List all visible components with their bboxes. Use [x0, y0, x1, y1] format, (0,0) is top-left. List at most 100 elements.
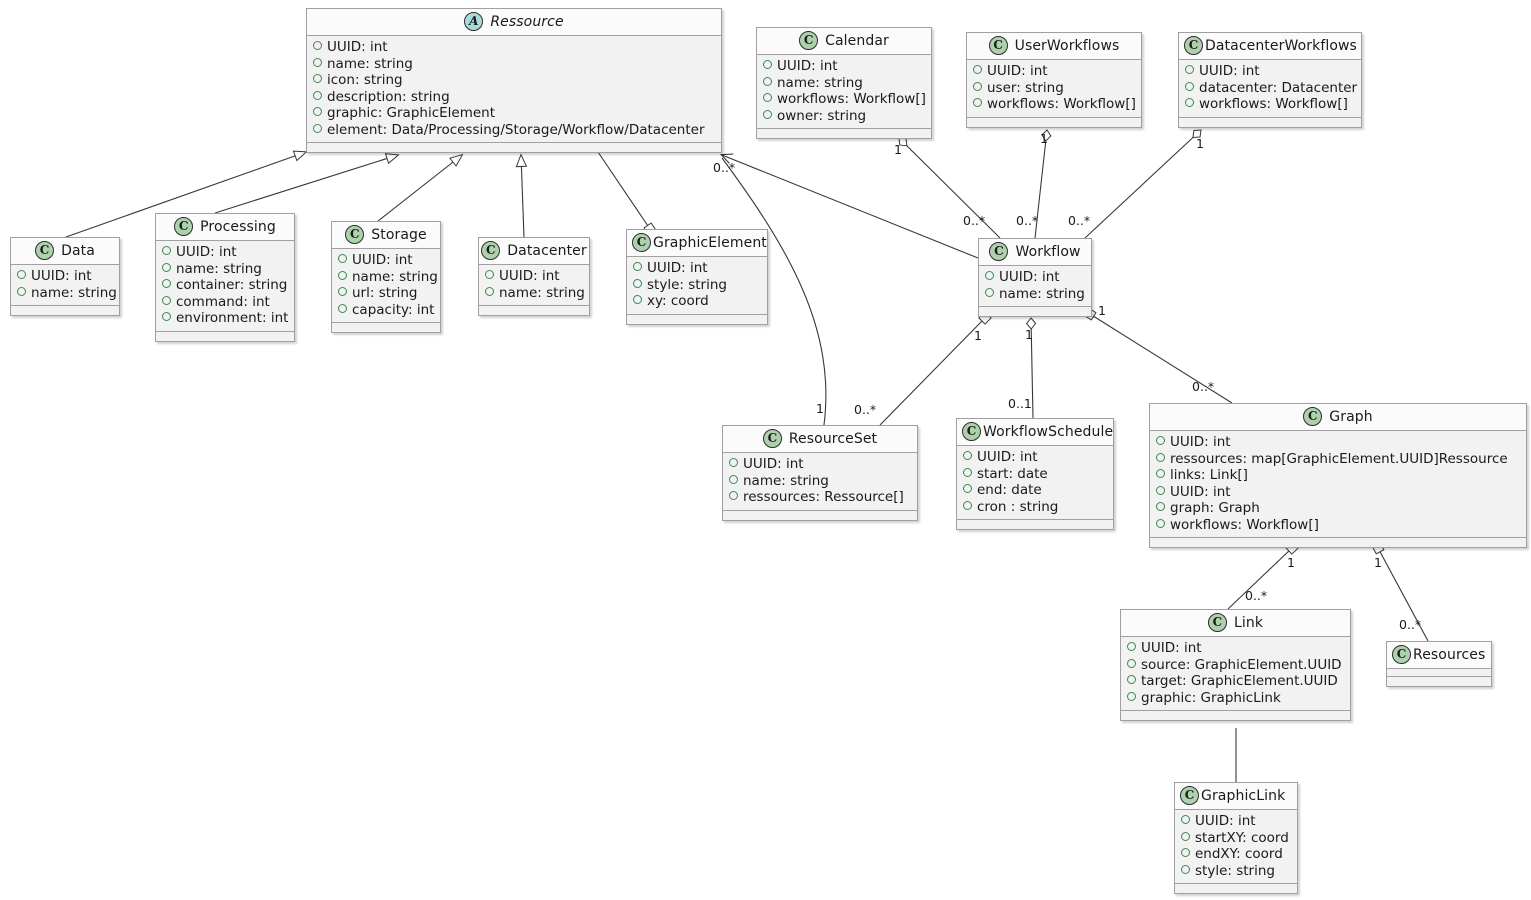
class-icon: C — [1180, 786, 1199, 805]
class-operations-resources — [1387, 677, 1491, 686]
public-visibility-icon — [1156, 502, 1165, 511]
attribute-row: start: date — [963, 466, 1107, 483]
lbl-graph-res-1: 1 — [1374, 555, 1382, 570]
attribute-row: element: Data/Processing/Storage/Workflo… — [313, 122, 715, 139]
class-title-userworkflows: UserWorkflows — [1014, 37, 1120, 54]
attribute-row: container: string — [162, 277, 288, 294]
attribute-text: graphic: GraphicElement — [327, 105, 496, 121]
class-operations-workflow — [979, 307, 1091, 316]
attribute-text: name: string — [327, 55, 413, 72]
class-title-graphiclink: GraphicLink — [1201, 787, 1286, 804]
class-operations-graphicelement — [627, 314, 767, 324]
class-operations-graphiclink — [1175, 884, 1297, 893]
class-icon: C — [174, 217, 194, 236]
attribute-text: capacity: int — [352, 301, 435, 318]
class-title-storage: Storage — [371, 226, 427, 243]
attribute-row: UUID: int — [1181, 813, 1291, 830]
lbl-calendar-1: 1 — [894, 142, 902, 157]
attribute-row: name: string — [729, 473, 911, 490]
lbl-wf-sched-1: 1 — [1025, 327, 1033, 342]
attribute-text: UUID: int — [327, 39, 388, 55]
lbl-graph-link-0n: 0..* — [1245, 588, 1268, 603]
lbl-ressource-multi: 0..* — [713, 160, 736, 175]
attribute-row: UUID: int — [162, 244, 288, 261]
attribute-text: workflows: Workflow[] — [777, 91, 926, 107]
attribute-row: startXY: coord — [1181, 830, 1291, 847]
public-visibility-icon — [313, 90, 322, 100]
public-visibility-icon — [1181, 815, 1190, 824]
attribute-text: UUID: int — [1199, 63, 1260, 79]
attribute-row: name: string — [763, 75, 925, 92]
attribute-row: icon: string — [313, 72, 715, 89]
public-visibility-icon — [1185, 98, 1194, 107]
attribute-row: UUID: int — [963, 449, 1107, 466]
attribute-text: name: string — [999, 285, 1085, 302]
public-visibility-icon — [763, 76, 772, 86]
public-visibility-icon — [162, 279, 171, 288]
public-visibility-icon — [973, 81, 982, 91]
class-icon: C — [1184, 36, 1203, 55]
public-visibility-icon — [1181, 831, 1190, 841]
attribute-text: UUID: int — [499, 268, 560, 284]
class-operations-processing — [156, 331, 294, 341]
attribute-text: command: int — [176, 293, 270, 310]
attribute-row: style: string — [1181, 863, 1291, 880]
attribute-text: user: string — [987, 79, 1064, 96]
attribute-text: style: string — [647, 276, 727, 293]
attribute-text: UUID: int — [977, 449, 1038, 465]
attribute-row: style: string — [633, 277, 761, 294]
public-visibility-icon — [162, 262, 171, 272]
public-visibility-icon — [729, 458, 738, 467]
attribute-text: links: Link[] — [1170, 467, 1248, 483]
attribute-text: workflows: Workflow[] — [1199, 96, 1348, 112]
class-title-graph: Graph — [1329, 408, 1373, 425]
public-visibility-icon — [1127, 675, 1136, 684]
attribute-text: end: date — [977, 482, 1042, 498]
attribute-text: startXY: coord — [1195, 829, 1289, 846]
class-icon: C — [799, 31, 819, 50]
public-visibility-icon — [633, 295, 642, 304]
public-visibility-icon — [1127, 642, 1136, 651]
attribute-text: element: Data/Processing/Storage/Workflo… — [327, 121, 705, 138]
attribute-text: name: string — [176, 260, 262, 277]
attribute-row: capacity: int — [338, 302, 434, 319]
class-attributes-resources — [1387, 669, 1491, 677]
attribute-text: container: string — [176, 277, 288, 293]
attribute-text: start: date — [977, 465, 1048, 482]
attribute-row: UUID: int — [973, 63, 1135, 80]
class-icon: C — [989, 242, 1009, 261]
class-operations-data — [11, 306, 119, 315]
attribute-text: UUID: int — [1170, 434, 1231, 450]
attribute-row: ressources: Ressource[] — [729, 489, 911, 506]
lbl-wf-graph-1: 1 — [1098, 303, 1106, 318]
public-visibility-icon — [963, 451, 972, 460]
attribute-text: description: string — [327, 88, 450, 105]
class-operations-workflowschedule — [957, 520, 1113, 529]
